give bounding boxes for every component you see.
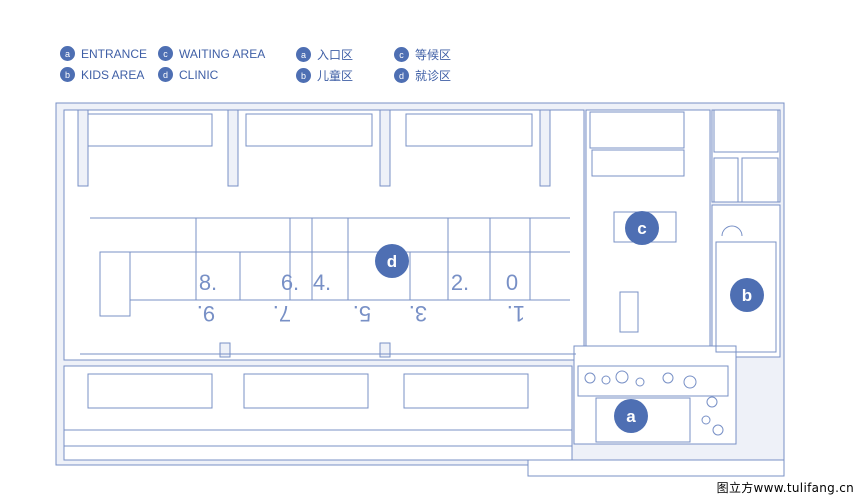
waiting-cabinet <box>619 291 639 333</box>
room-number-9: 9. <box>197 301 215 326</box>
column-top-2 <box>227 109 239 187</box>
room-number-8: 8. <box>199 270 217 295</box>
kids-play-zone <box>715 241 777 353</box>
legend-label-waiting-area: WAITING AREA <box>179 46 266 61</box>
marker-c-label: c <box>637 219 646 238</box>
entrance-decor-7 <box>706 396 718 408</box>
legend-marker-cn-c: c <box>394 47 409 62</box>
small-room-2 <box>741 157 779 203</box>
legend-marker-cn-a: a <box>296 47 311 62</box>
column-bottom-1 <box>219 342 231 358</box>
legend-label-cn-clinic: 就诊区 <box>415 69 452 83</box>
legend-label-cn-kids-area: 儿童区 <box>317 69 354 83</box>
room-number-3: 3. <box>409 301 427 326</box>
clinic-west-counter <box>99 251 131 317</box>
marker-a <box>614 399 648 433</box>
room-number-2: 2. <box>451 270 469 295</box>
entrance-decor-3 <box>615 370 629 384</box>
kids-arch <box>721 225 743 237</box>
marker-d <box>375 244 409 278</box>
room-number-6: 6. <box>281 270 299 295</box>
waiting-counter <box>589 111 685 149</box>
legend-label-cn-waiting-area: 等候区 <box>415 48 452 62</box>
window-3 <box>405 113 533 147</box>
lower-window-2 <box>243 373 369 409</box>
legend-item-clinic: d CLINIC <box>158 67 218 82</box>
legend-marker-a: a <box>60 46 75 61</box>
room-number-7: 7. <box>273 301 291 326</box>
legend-label-clinic: CLINIC <box>179 67 219 82</box>
legend-marker-cn-b: b <box>296 68 311 83</box>
entrance-decor-2 <box>601 375 611 385</box>
entrance-decor-4 <box>635 377 645 387</box>
watermark: 图立方www.tulifang.cn <box>716 481 854 495</box>
legend-item-entrance: a ENTRANCE <box>60 46 147 61</box>
legend-marker-d: d <box>158 67 173 82</box>
entrance-decor-1 <box>584 372 596 384</box>
service-block-top-right <box>711 109 781 203</box>
marker-d-label: d <box>387 252 397 271</box>
legend-marker-b: b <box>60 67 75 82</box>
marker-b-label: b <box>742 286 752 305</box>
room-number-4: 4. <box>313 270 331 295</box>
column-top-3 <box>379 109 391 187</box>
lower-window-3 <box>403 373 529 409</box>
legend-label-kids-area: KIDS AREA <box>81 67 145 82</box>
entrance-counter <box>577 365 729 397</box>
column-top-4 <box>539 109 551 187</box>
waiting-shelf <box>591 149 685 177</box>
lower-corridor <box>63 365 573 461</box>
entrance-step <box>527 459 785 477</box>
legend-item-cn-entrance: a 入口区 <box>296 46 353 63</box>
entrance-decor-8 <box>701 415 711 425</box>
legend-marker-c: c <box>158 46 173 61</box>
room-number-1: 1. <box>507 301 525 326</box>
legend-marker-cn-d: d <box>394 68 409 83</box>
clinic-block <box>63 109 585 361</box>
room-number-5: 5. <box>353 301 371 326</box>
column-top-1 <box>77 109 89 187</box>
entrance-block <box>573 345 737 445</box>
entrance-decor-6 <box>683 375 697 389</box>
legend-item-cn-kids-area: b 儿童区 <box>296 67 353 84</box>
legend-item-kids-area: b KIDS AREA <box>60 67 144 82</box>
small-room-1 <box>713 157 739 203</box>
column-bottom-2 <box>379 342 391 358</box>
lower-window-1 <box>87 373 213 409</box>
grid-panel <box>713 109 779 153</box>
legend-label-cn-entrance: 入口区 <box>317 48 354 62</box>
entrance-decor-5 <box>662 372 674 384</box>
window-2 <box>245 113 373 147</box>
marker-c <box>625 211 659 245</box>
legend-label-entrance: ENTRANCE <box>81 46 148 61</box>
legend-item-cn-waiting-area: c 等候区 <box>394 46 451 63</box>
room-number-0: 0 <box>506 270 518 295</box>
legend-item-waiting-area: c WAITING AREA <box>158 46 265 61</box>
marker-a-label: a <box>626 407 636 426</box>
legend-item-cn-clinic: d 就诊区 <box>394 67 451 84</box>
entrance-door <box>595 397 691 443</box>
marker-b <box>730 278 764 312</box>
entrance-decor-9 <box>712 424 724 436</box>
